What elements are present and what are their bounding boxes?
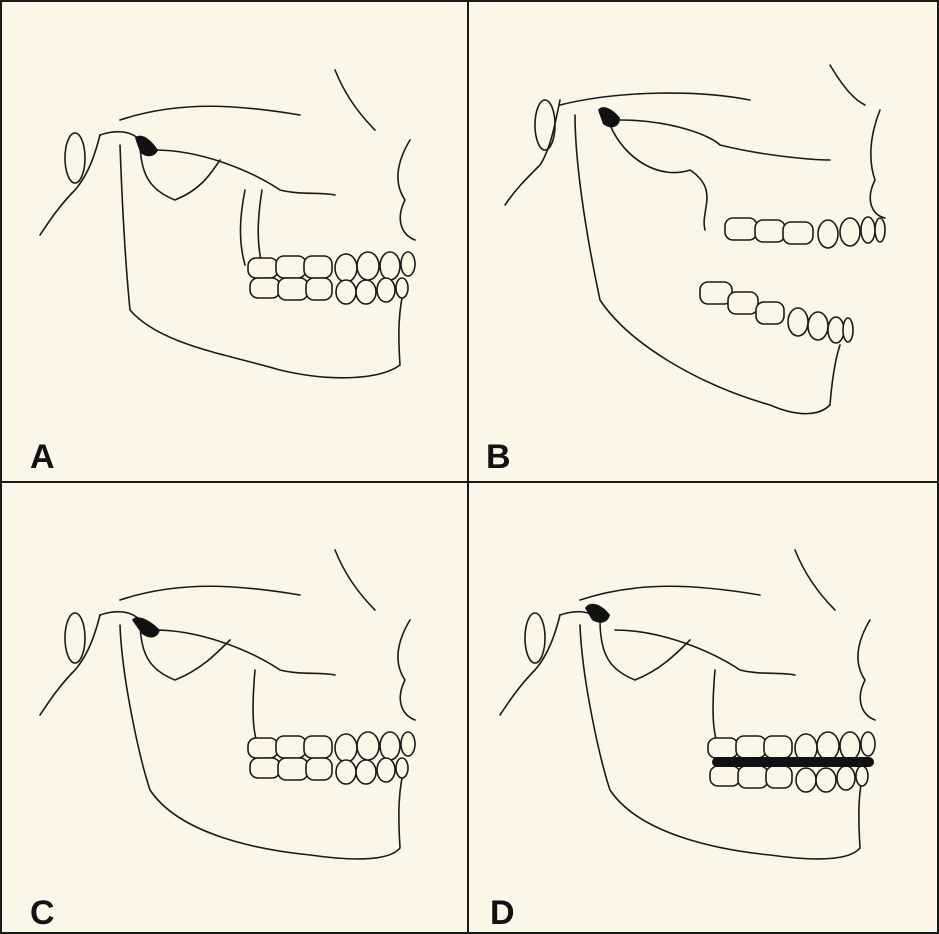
panel-label-c: C — [30, 894, 55, 932]
lower-teeth — [710, 766, 868, 792]
skull-outline — [40, 70, 415, 240]
panel-c: C — [30, 550, 415, 932]
mandible-outline — [100, 132, 405, 378]
skull-outline — [500, 550, 875, 720]
condyle-marker — [135, 136, 158, 157]
skull-outline — [40, 550, 415, 720]
panel-b: B — [486, 65, 885, 476]
panel-label-a: A — [30, 438, 55, 476]
lower-teeth — [250, 758, 408, 784]
panel-label-b: B — [486, 438, 511, 476]
panel-d: D — [490, 550, 875, 932]
condyle-marker — [132, 617, 160, 637]
panel-label-d: D — [490, 894, 515, 932]
lower-teeth — [700, 282, 853, 343]
condyle-marker — [598, 107, 620, 127]
upper-teeth — [725, 217, 885, 248]
condyle-marker — [585, 604, 610, 623]
panel-a: A — [30, 70, 415, 476]
occlusal-splint — [712, 757, 874, 767]
lower-teeth — [250, 278, 408, 304]
